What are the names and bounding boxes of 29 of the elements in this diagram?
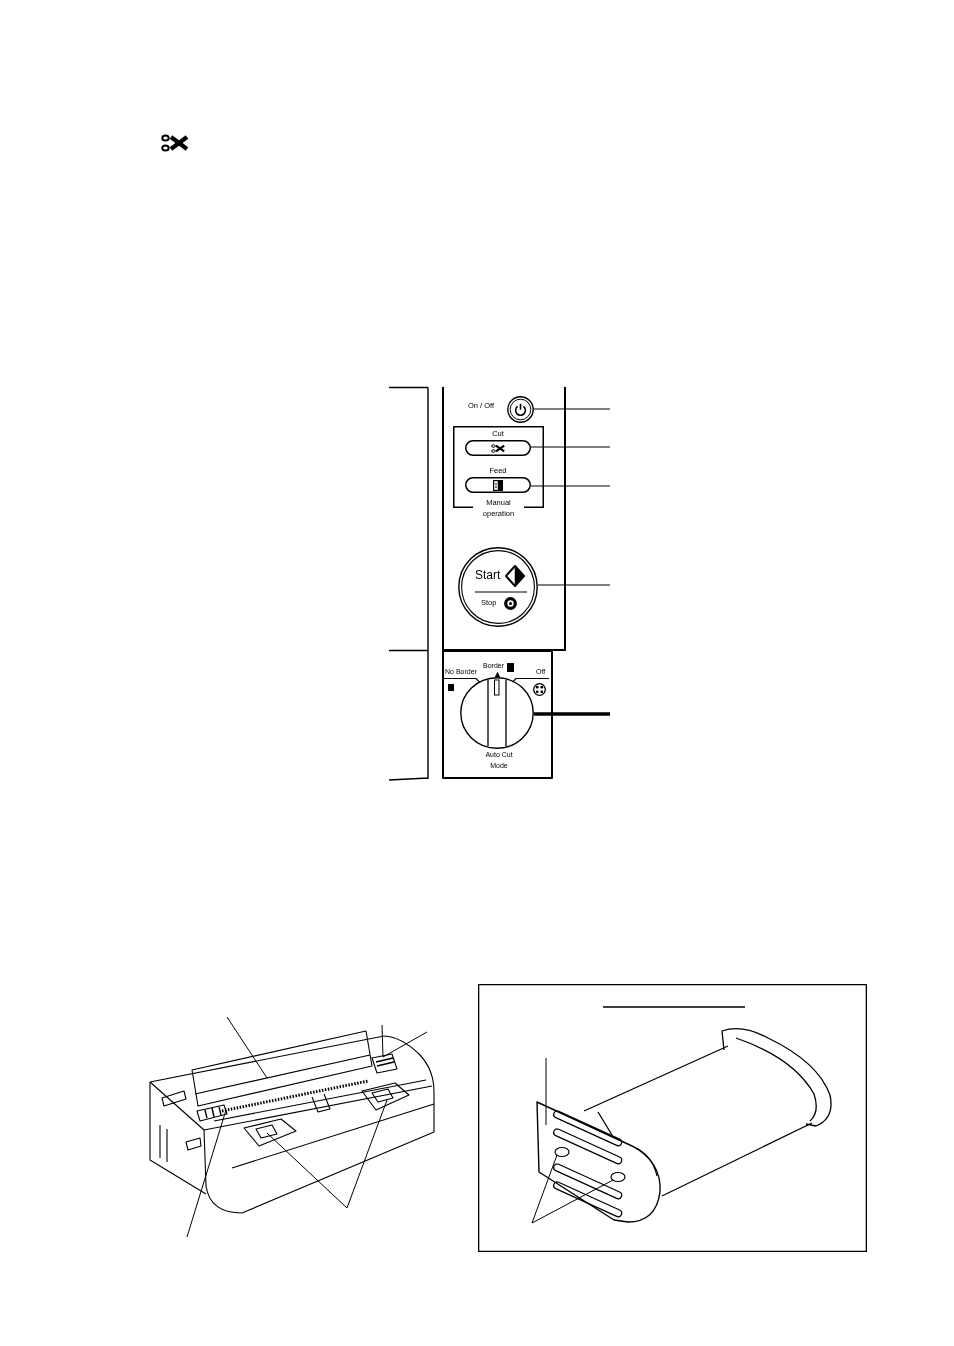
leader-line [530, 485, 611, 487]
power-button [507, 396, 534, 423]
leader-line [381, 1024, 384, 1058]
feed-button [465, 477, 531, 493]
leader-line [346, 1099, 388, 1209]
cut-button [465, 440, 531, 456]
start-label: Start [475, 569, 501, 583]
button-group [453, 426, 544, 521]
hole [610, 1171, 626, 1183]
leader-line [534, 712, 610, 716]
end-plate [536, 1101, 661, 1223]
leader-line [226, 1016, 268, 1079]
hole [554, 1146, 570, 1158]
start-stop-button [458, 547, 538, 627]
mode-dial [460, 677, 534, 749]
leader-line [545, 1057, 547, 1126]
lever [243, 1118, 297, 1147]
knob [371, 1053, 398, 1074]
leader-line [382, 1031, 428, 1058]
leader-line [530, 446, 611, 448]
control-panel [442, 387, 566, 651]
paper-sheet [191, 1030, 373, 1107]
leader-line [266, 1132, 348, 1209]
lever [361, 1082, 410, 1111]
leader-line [533, 408, 611, 410]
leader-line [537, 584, 611, 586]
figure-frame [478, 984, 867, 1252]
leader-line [186, 1109, 227, 1238]
feed-slot [196, 1104, 228, 1122]
